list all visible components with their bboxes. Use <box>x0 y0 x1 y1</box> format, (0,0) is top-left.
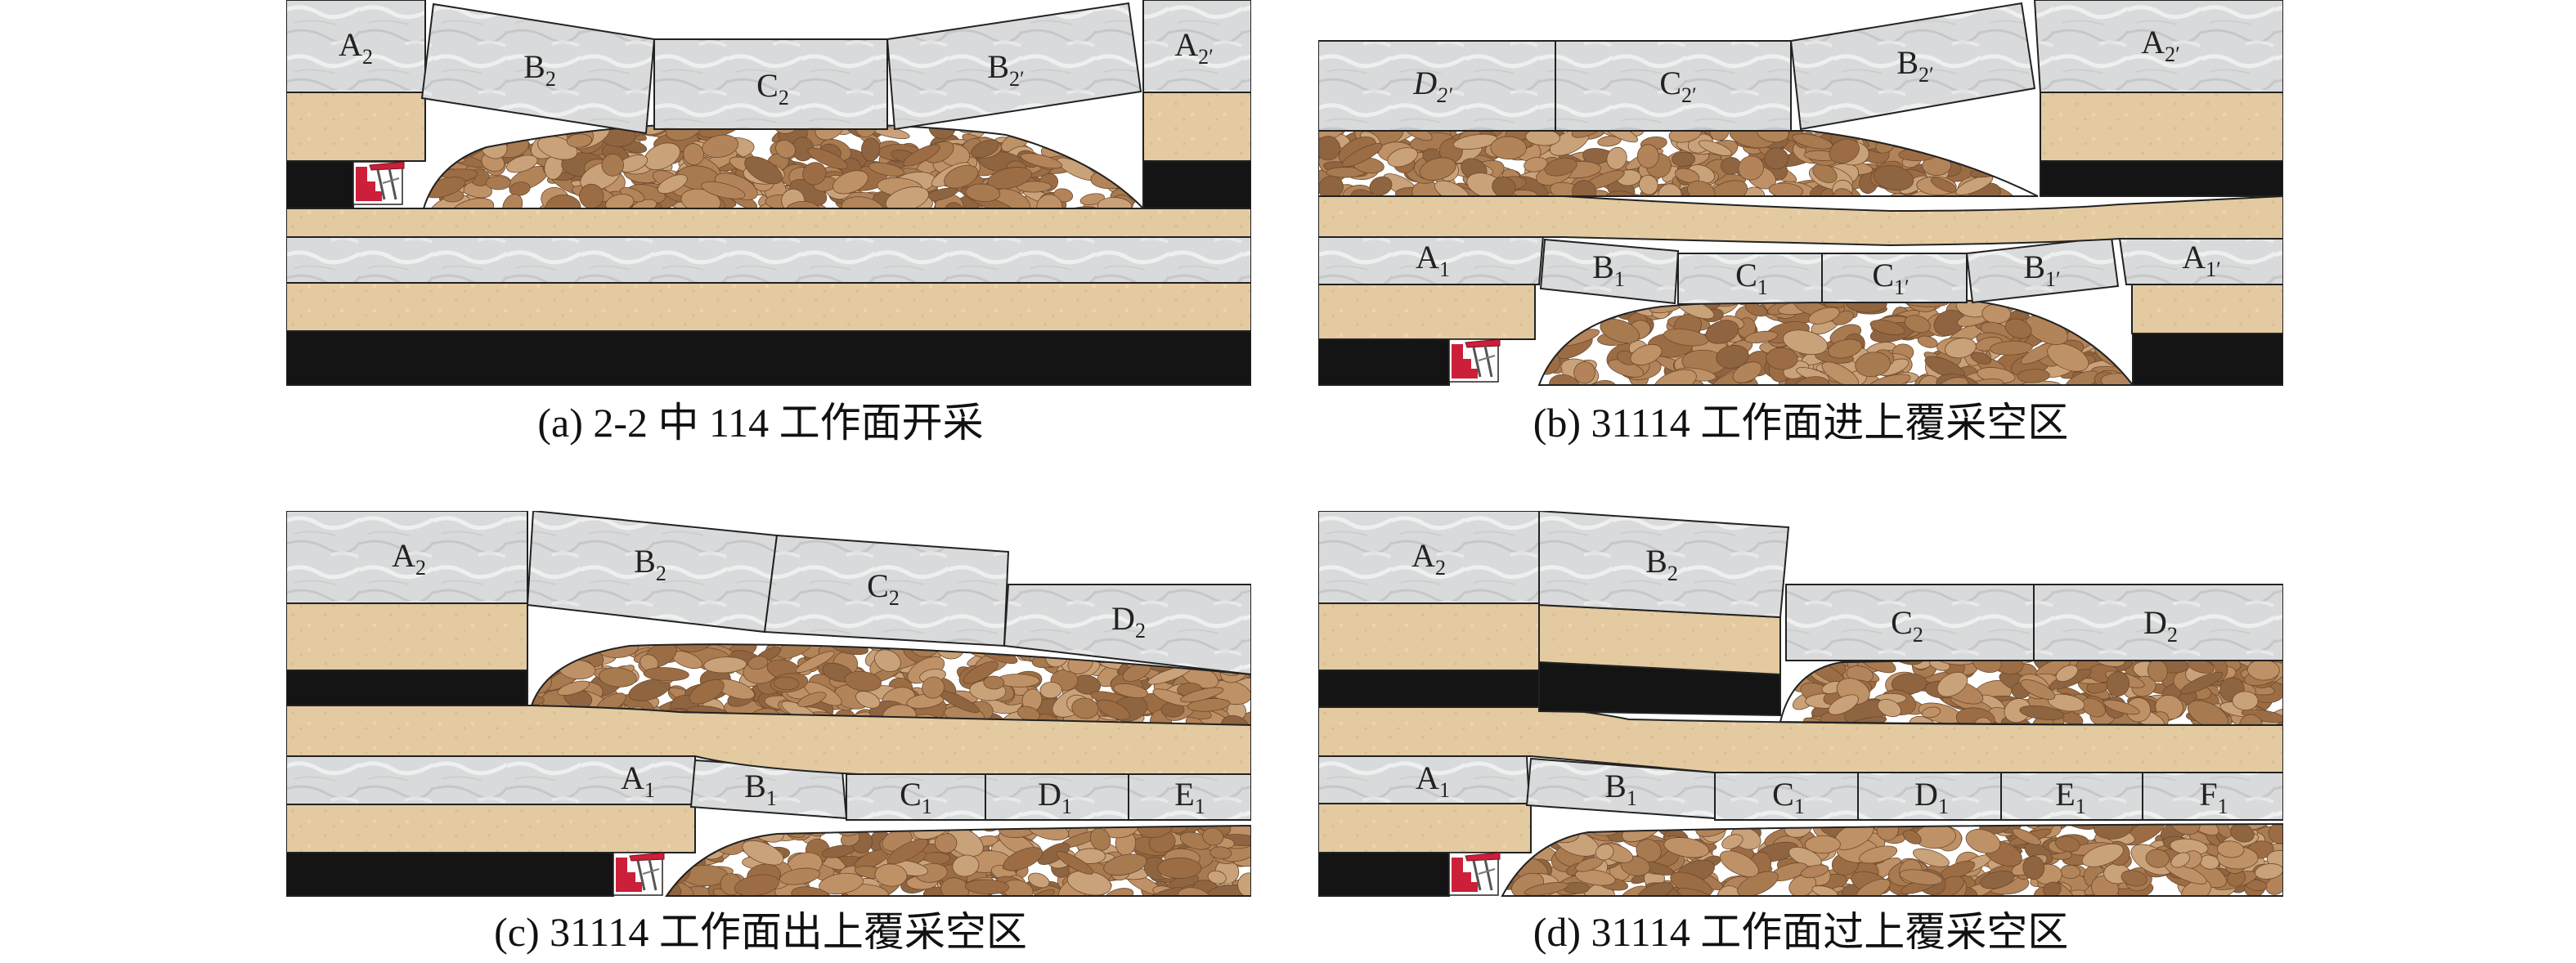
coal-lower-left <box>1318 339 1449 385</box>
sandstone-lower-right <box>2132 284 2283 334</box>
sandstone-upper-right <box>2040 92 2283 161</box>
coal-upper-left <box>1318 670 1539 707</box>
sandstone-left <box>286 92 425 161</box>
coal-lower-right <box>2133 334 2283 385</box>
coal-upper-right <box>2040 161 2283 196</box>
caption-d: (d) 31114 工作面过上覆采空区 <box>1533 911 2069 952</box>
sandstone-middle-bent <box>1318 196 2283 245</box>
caption-a: (a) 2-2 中 114 工作面开采 <box>537 402 983 443</box>
hydraulic-support-icon <box>1449 339 1500 382</box>
sandstone-lower-left <box>1318 804 1531 853</box>
sandstone-lower-left <box>1318 284 1535 339</box>
sandstone-lower-left <box>286 804 695 853</box>
hydraulic-support-icon <box>353 162 404 204</box>
coal-seam-lower <box>286 331 1251 385</box>
coal-upper-left <box>286 670 527 705</box>
sandstone-right <box>1143 92 1251 161</box>
coal-seam-upper-left <box>286 161 353 208</box>
coal-seam-upper-right <box>1143 161 1251 208</box>
block-B2p <box>887 3 1141 129</box>
sandstone-upper-left <box>1318 603 1539 670</box>
sandstone-upper-left <box>286 603 527 670</box>
coal-lower-left <box>286 853 613 896</box>
limestone-layer-middle <box>286 237 1251 283</box>
coal-lower-left <box>1318 853 1449 896</box>
sandstone-layer-lower <box>286 283 1251 331</box>
sandstone-layer-floor <box>286 208 1251 237</box>
hydraulic-support-icon <box>1449 853 1500 895</box>
hydraulic-support-icon <box>613 853 664 895</box>
caption-c: (c) 31114 工作面出上覆采空区 <box>494 911 1027 952</box>
caption-b: (b) 31114 工作面进上覆采空区 <box>1533 402 2069 443</box>
